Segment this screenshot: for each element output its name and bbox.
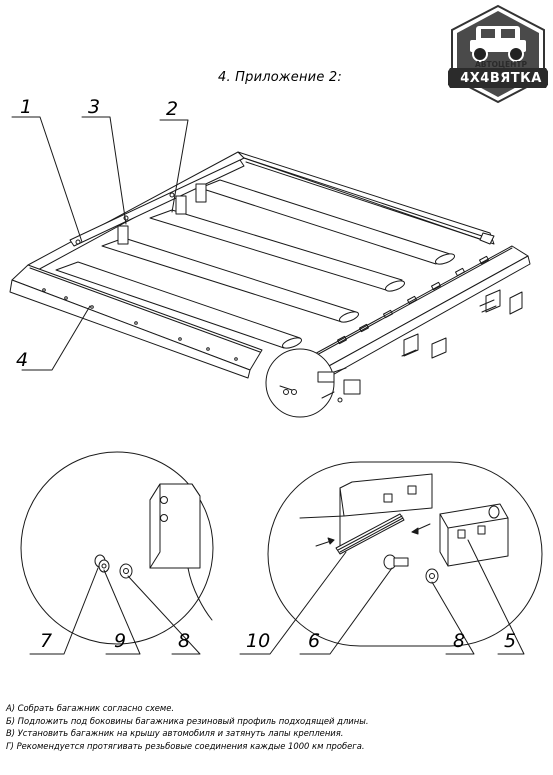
cross-bars xyxy=(55,179,455,349)
callout-6: 6 xyxy=(308,630,321,652)
note-b: Б) Подложить под боковины багажника рези… xyxy=(6,715,369,726)
detail-circle-small xyxy=(265,348,361,418)
rubber-profile-part-10 xyxy=(335,513,405,555)
logo-title: 4X4ВЯТКА xyxy=(460,71,542,86)
logo-badge xyxy=(448,4,548,104)
callout-9: 9 xyxy=(114,630,127,652)
callout-2: 2 xyxy=(166,98,179,120)
right-side-rail xyxy=(299,245,531,383)
nut-part-8-left xyxy=(119,563,133,579)
callout-5: 5 xyxy=(504,630,517,652)
side-rail-profile xyxy=(9,264,263,379)
drawing-title: 4. Приложение 2: xyxy=(218,70,342,85)
callout-10: 10 xyxy=(246,630,271,652)
callout-7: 7 xyxy=(40,630,53,652)
clamp-plate-part-5 xyxy=(439,503,509,567)
nut-part-8-right xyxy=(425,568,439,584)
callout-3: 3 xyxy=(88,96,101,118)
logo-subtitle: АВТОЦЕНТР xyxy=(475,60,527,69)
callout-1: 1 xyxy=(20,96,33,118)
note-c: В) Установить багажник на крышу автомоби… xyxy=(6,728,344,739)
leader-lines-upper xyxy=(11,116,189,371)
assembly-notes: А) Собрать багажник согласно схеме. Б) П… xyxy=(6,702,546,752)
note-a: А) Собрать багажник согласно схеме. xyxy=(6,703,175,713)
detail-stadium-right xyxy=(267,461,543,647)
note-d: Г) Рекомендуется протягивать резьбовые с… xyxy=(6,740,365,751)
leader-lines-lower xyxy=(29,539,525,655)
callout-4: 4 xyxy=(16,349,29,371)
bolt-part-9 xyxy=(94,554,110,573)
detail-circle-left xyxy=(20,451,214,645)
bolt-part-6 xyxy=(383,554,409,570)
end-brackets xyxy=(69,159,245,247)
callout-8-right: 8 xyxy=(453,630,466,652)
callout-8-left: 8 xyxy=(178,630,191,652)
mounting-legs xyxy=(401,289,523,359)
